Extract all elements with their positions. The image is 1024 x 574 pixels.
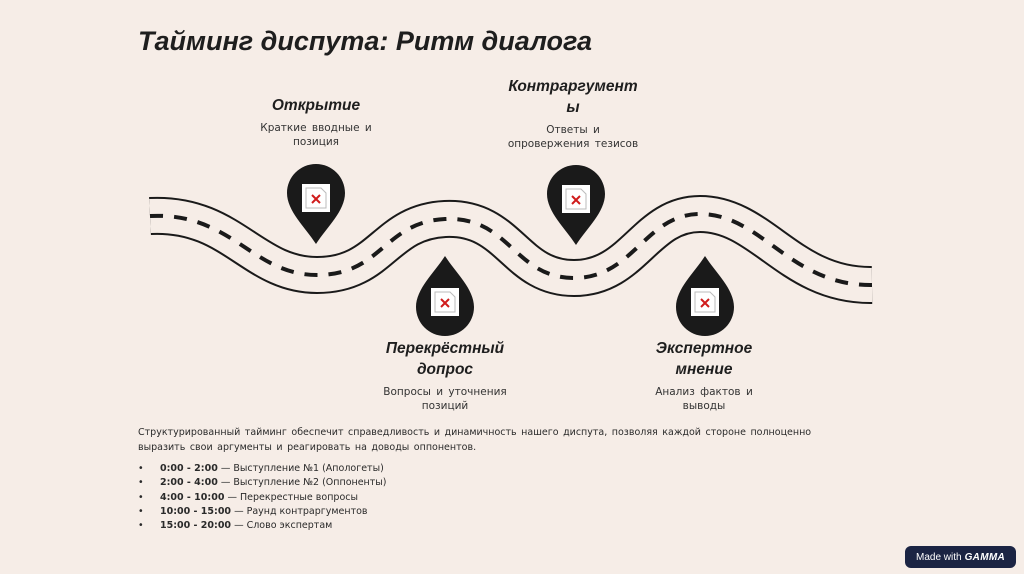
schedule-text: — Раунд контраргументов: [231, 505, 368, 517]
list-item: • 0:00 - 2:00 — Выступление №1 (Апологеты…: [138, 462, 387, 476]
bullet: •: [138, 491, 144, 503]
stage-description: Краткие вводные и позиция: [260, 122, 372, 148]
map-pin-icon: [547, 165, 605, 245]
stage-description: Вопросы и уточнения позиций: [383, 386, 507, 412]
bullet: •: [138, 463, 144, 474]
summary-paragraph: Структурированный тайминг обеспечит спра…: [138, 427, 812, 453]
bullet: •: [138, 520, 144, 532]
time-range: 10:00 - 15:00: [160, 505, 232, 517]
stage-opening: Открытие Краткие вводные и позиция: [236, 95, 396, 149]
made-with-gamma-badge[interactable]: Made with GAMMA: [905, 546, 1016, 568]
map-pin-expert-opinion: [676, 256, 734, 336]
time-range: 4:00 - 10:00: [160, 491, 225, 503]
list-item: • 15:00 - 20:00 — Слово экспертам: [138, 519, 387, 533]
schedule-text: — Выступление №2 (Оппоненты): [217, 477, 387, 489]
stage-counterarguments: Контраргументы Ответы и опровержения тез…: [493, 76, 653, 151]
badge-prefix: Made with: [916, 551, 962, 563]
stage-description: Ответы и опровержения тезисов: [507, 124, 639, 150]
time-range: 15:00 - 20:00: [160, 520, 232, 532]
stage-title: Контраргументы: [508, 78, 638, 116]
schedule-list: • 0:00 - 2:00 — Выступление №1 (Апологеты…: [138, 462, 387, 533]
stage-title: Открытие: [271, 97, 361, 114]
stage-title: Экспертное мнение: [655, 340, 753, 378]
map-pin-opening: [287, 164, 345, 244]
stage-expert-opinion: Экспертное мнение Анализ фактов и выводы: [624, 338, 784, 413]
stage-title: Перекрёстный допрос: [385, 340, 505, 378]
stage-cross-examination: Перекрёстный допрос Вопросы и уточнения …: [365, 338, 525, 413]
schedule-text: — Перекрестные вопросы: [224, 491, 358, 503]
map-pin-icon: [287, 164, 345, 244]
map-pin-icon: [676, 256, 734, 336]
schedule-text: — Слово экспертам: [231, 520, 333, 532]
list-item: • 10:00 - 15:00 — Раунд контраргументов: [138, 505, 387, 519]
time-range: 2:00 - 4:00: [160, 477, 218, 489]
schedule-text: — Выступление №1 (Апологеты): [217, 463, 384, 474]
page-title: Тайминг диспута: Ритм диалога: [138, 26, 593, 56]
bullet: •: [138, 505, 144, 517]
time-range: 0:00 - 2:00: [160, 463, 218, 474]
stage-description: Анализ фактов и выводы: [655, 386, 753, 412]
bullet: •: [138, 477, 144, 489]
list-item: • 4:00 - 10:00 — Перекрестные вопросы: [138, 491, 387, 505]
badge-brand: GAMMA: [964, 551, 1005, 563]
list-item: • 2:00 - 4:00 — Выступление №2 (Оппоненты…: [138, 476, 387, 490]
map-pin-counterarguments: [547, 165, 605, 245]
map-pin-cross-examination: [416, 256, 474, 336]
map-pin-icon: [416, 256, 474, 336]
